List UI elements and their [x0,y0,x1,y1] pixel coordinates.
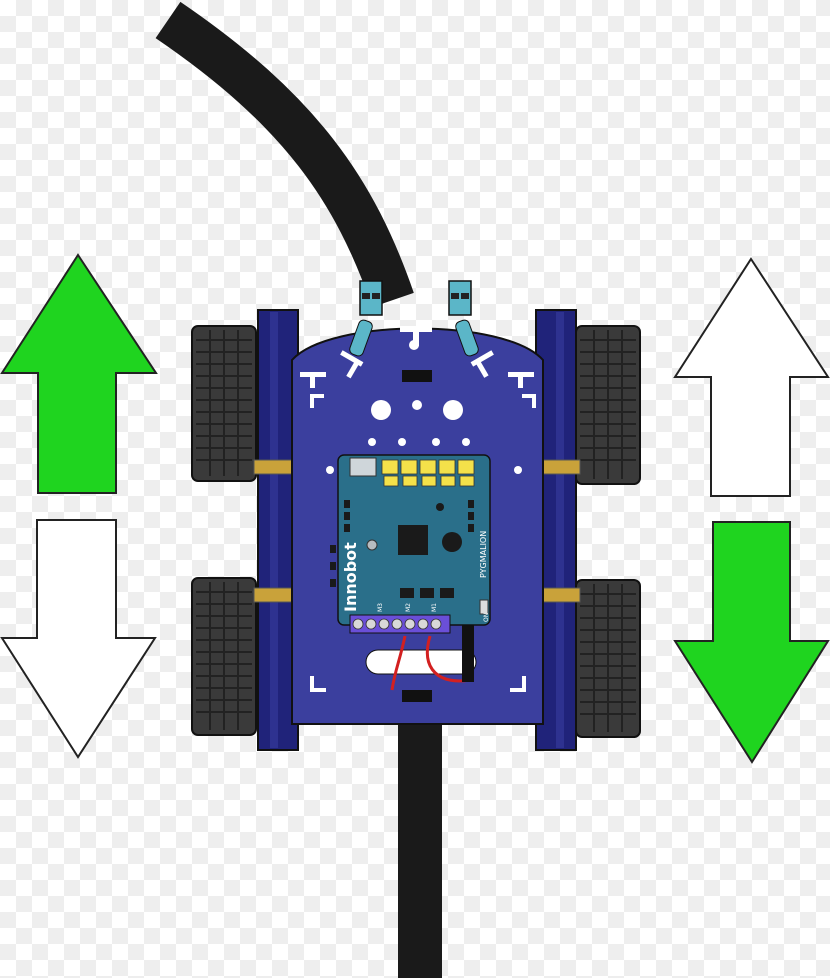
right-arrow-up [673,257,830,497]
switch-label: ON [483,613,490,622]
left-arrow-up [0,253,158,494]
motor-label-m2: M2 [405,603,412,612]
left-arrow-down [0,519,157,759]
right-arrow-down [673,521,830,764]
wheel-rear-left [191,577,257,736]
brand-label: PYGMALION [479,531,488,578]
arrow-up-icon [673,257,830,497]
wheel-rear-right [575,579,641,738]
controller-board: Innobot PYGMALION M3 M2 M1 ON [330,454,491,634]
arrow-down-icon [673,521,830,764]
wheel-front-left [191,325,257,482]
arrow-up-icon [0,253,158,494]
arrow-down-icon [0,519,157,759]
line-sensor-right [448,280,479,357]
motor-label-m1: M1 [431,603,438,612]
line-sensor-left [349,280,383,357]
motor-label-m3: M3 [377,603,384,612]
robot: Innobot PYGMALION M3 M2 M1 ON [191,280,641,751]
wheel-front-right [575,325,641,485]
board-name-label: Innobot [341,542,360,612]
